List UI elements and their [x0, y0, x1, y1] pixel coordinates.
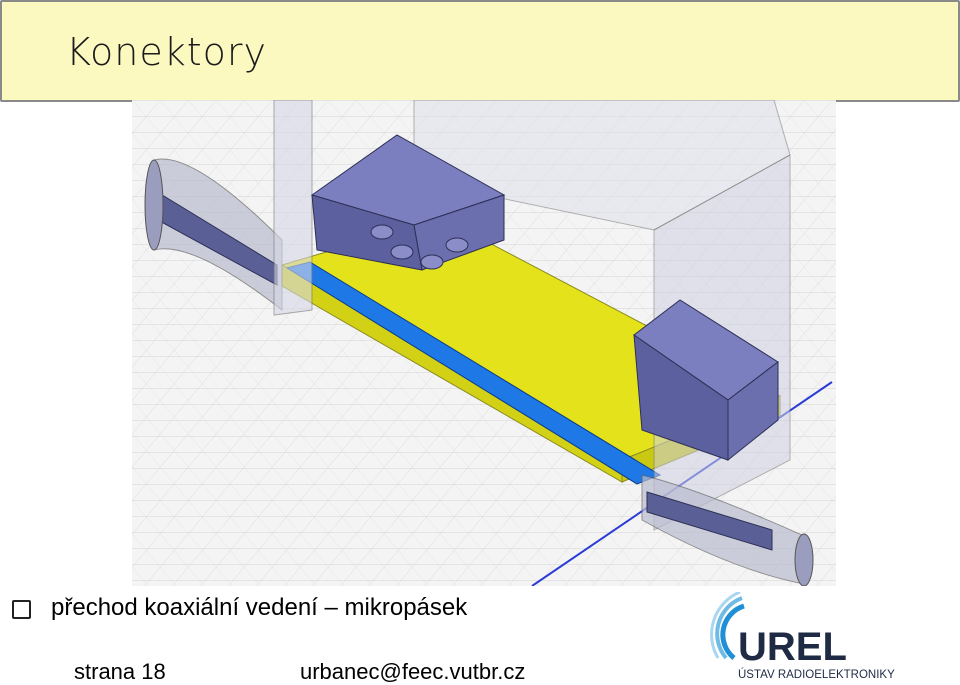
footer-email: urbanec@feec.vutbr.cz — [300, 659, 526, 684]
right-coax-connector — [641, 474, 814, 586]
bullet-text: přechod koaxiální vedení – mikropásek — [51, 594, 468, 621]
urel-logo: UREL ÚSTAV RADIOELEKTRONIKY — [710, 592, 895, 681]
svg-text:ÚSTAV RADIOELEKTRONIKY: ÚSTAV RADIOELEKTRONIKY — [738, 668, 895, 681]
slide-title: Konektory — [66, 30, 268, 74]
coax-microstrip-figure — [132, 100, 836, 586]
page-number: strana 18 — [74, 659, 166, 684]
checkbox-bullet-icon — [12, 599, 31, 619]
bullet-item: přechod koaxiální vedení – mikropásek — [12, 590, 467, 626]
left-launcher-block — [310, 134, 506, 271]
right-launcher-block — [633, 299, 779, 462]
svg-text:UREL: UREL — [738, 625, 847, 669]
title-bar: Konektory — [0, 0, 960, 102]
left-coax-connector — [144, 158, 283, 312]
